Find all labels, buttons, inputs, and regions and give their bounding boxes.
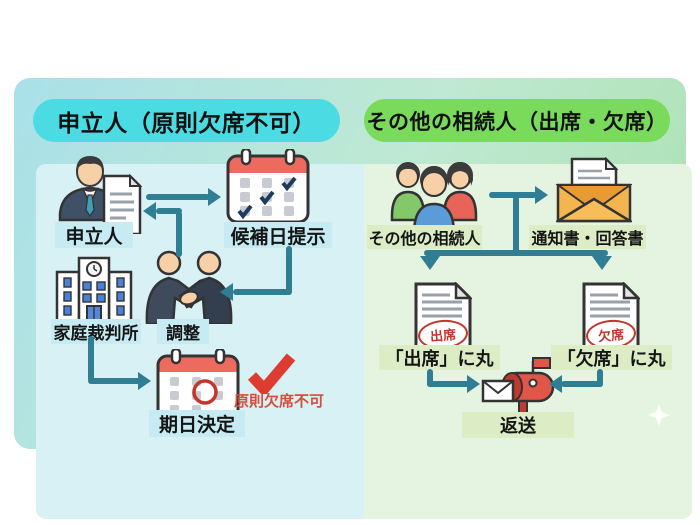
arrow-candidate-to-adjust-line [233, 289, 292, 295]
arrow-absent-to-mailbox-vert [597, 369, 603, 387]
label-other-heirs: その他の相続人 [367, 225, 482, 249]
arrow-applicant-to-candidate-head [208, 188, 221, 206]
calendar-date-icon [156, 349, 240, 423]
arrow-branch-bar [424, 250, 608, 256]
arrow-court-to-decision-vert [88, 336, 94, 382]
left-panel-title: 申立人（原則欠席不可） [33, 99, 340, 142]
arrow-candidate-to-adjust-head [220, 283, 233, 301]
label-family-court: 家庭裁判所 [51, 319, 141, 344]
arrow-absent-to-mailbox-line [561, 381, 603, 387]
heirs-group-icon [385, 160, 483, 240]
right-panel-title: その他の相続人（出席・欠席） [364, 99, 670, 142]
arrow-heirs-to-envelope-head [535, 186, 548, 204]
handshake-icon [145, 250, 233, 324]
arrow-branch-left-head [420, 256, 440, 270]
label-notice-reply: 通知書・回答書 [529, 225, 646, 249]
label-candidate-dates: 候補日提示 [224, 222, 332, 248]
arrow-absent-to-mailbox-head [549, 375, 562, 393]
absent-document-icon: 欠席 [582, 282, 640, 352]
arrow-attend-to-mailbox-line [427, 381, 469, 387]
label-applicant: 申立人 [55, 222, 133, 248]
arrow-attend-to-mailbox-head [467, 375, 480, 393]
arrow-court-to-decision-head [138, 372, 151, 390]
label-return-mail: 返送 [462, 412, 574, 438]
mailbox-icon [481, 357, 559, 423]
arrow-branch-right-head [592, 256, 612, 270]
arrow-adjust-to-applicant-vert [176, 211, 182, 257]
arrow-candidate-to-adjust-vert [286, 246, 292, 293]
calendar-check-icon [226, 149, 310, 225]
envelope-icon [556, 157, 632, 225]
arrow-adjust-to-applicant-head [143, 202, 156, 220]
arrow-heirs-to-envelope-line [489, 192, 537, 198]
note-no-absence: 原則欠席不可 [234, 392, 325, 410]
label-circle-attendance: 「出席」に丸 [379, 345, 500, 370]
arrow-applicant-to-candidate-line [146, 194, 210, 200]
sparkle-icon [648, 404, 670, 426]
label-adjustment: 調整 [157, 319, 209, 344]
label-date-decision: 期日決定 [149, 410, 245, 437]
courthouse-icon [55, 256, 133, 324]
arrow-court-to-decision-line [88, 378, 140, 384]
red-check-icon [247, 352, 295, 394]
arrow-branch-vert [513, 196, 519, 254]
arrow-attend-to-mailbox-vert [427, 369, 433, 387]
label-circle-absence: 「欠席」に丸 [551, 345, 672, 370]
attend-document-icon: 出席 [414, 282, 472, 352]
arrow-adjust-to-applicant-line [156, 208, 182, 214]
